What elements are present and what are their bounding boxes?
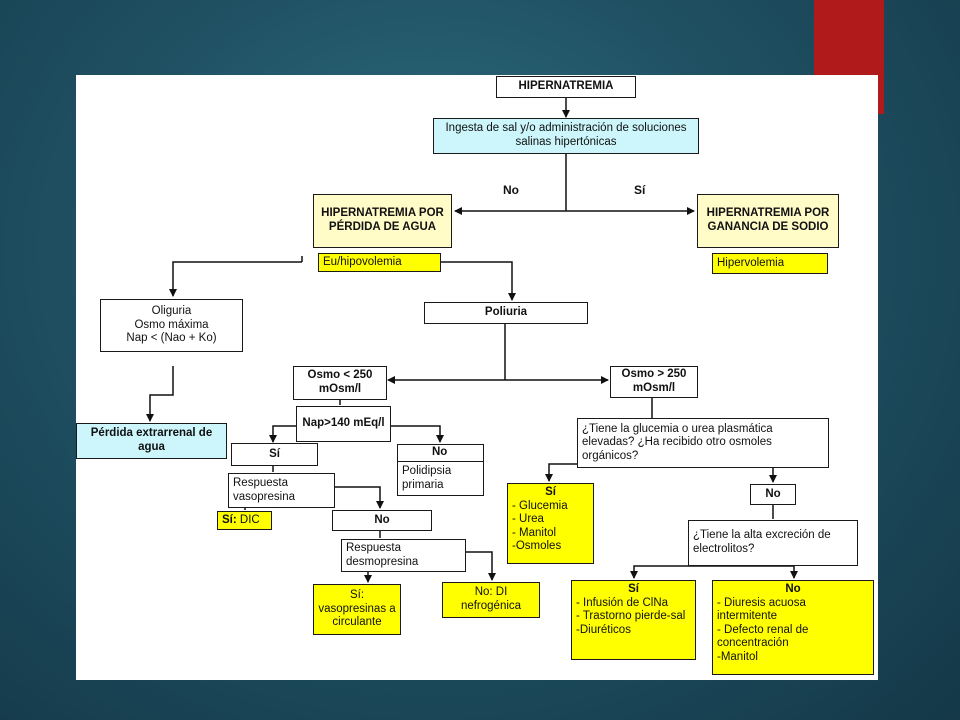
node-no-electrolitos: No - Diuresis acuosa intermitente - Defe… [712,580,874,675]
node-si-dic: Sí: DIC [217,511,272,530]
edge-label-si: Sí [634,183,646,197]
no-electro-item-1: - Diuresis acuosa intermitente [717,596,806,623]
si-osmoles-item-4: -Osmoles [512,540,562,553]
node-oliguria: Oliguria Osmo máxima Nap < (Nao + Ko) [100,299,243,352]
oliguria-line-2: Osmo máxima [134,318,209,331]
node-hipernatremia: HIPERNATREMIA [496,76,636,98]
node-polidipsia: Polidipsia primaria [397,462,484,496]
edge-label-no: No [503,183,519,197]
node-si-vaso-circulante: Sí: vasopresinas a circulante [313,584,401,635]
node-osmo-menor: Osmo < 250 mOsm/l [293,366,387,400]
node-electrolitos-question: ¿Tiene la alta excreción de electrolitos… [688,520,858,566]
node-perdida-agua: HIPERNATREMIA POR PÉRDIDA DE AGUA [313,194,452,248]
no-electro-title: No [785,583,801,595]
node-no-2: No [332,510,432,531]
oliguria-line-3: Nap < (Nao + Ko) [126,332,217,345]
no-electro-item-3: -Manitol [717,650,758,663]
si-osmoles-title: Sí [545,486,556,498]
si-electro-item-1: - Infusión de ClNa [576,596,669,609]
node-respuesta-vasopresina: Respuesta vasopresina [228,473,335,508]
node-nap: Nap>140 mEq/l [296,406,391,442]
node-ingesta: Ingesta de sal y/o administración de sol… [433,118,699,154]
node-osmo-mayor: Osmo > 250 mOsm/l [610,366,698,398]
si-osmoles-item-3: - Manitol [512,526,557,539]
node-ganancia-sodio: HIPERNATREMIA POR GANANCIA DE SODIO [697,194,839,248]
si-osmoles-item-2: - Urea [512,513,544,526]
node-no-di-nefrogenica: No: DI nefrogénica [442,582,540,618]
si-electro-item-2: - Trastorno pierde-sal [576,610,686,623]
node-no-poli: No [397,444,484,462]
node-eu-hipovolemia: Eu/hipovolemia [318,253,441,272]
si-electro-title: Sí [628,583,639,595]
si-dic-label: Sí: [222,514,237,526]
node-no-3: No [750,484,796,505]
si-dic-text: DIC [236,514,260,526]
node-perdida-extrarrenal: Pérdida extrarrenal de agua [76,423,227,459]
node-poliuria: Poliuria [424,302,588,324]
node-si-electrolitos: Sí - Infusión de ClNa - Trastorno pierde… [571,580,696,660]
si-osmoles-item-1: - Glucemia [512,499,568,512]
node-si-1: Sí [231,443,318,466]
node-hipervolemia: Hipervolemia [712,253,828,274]
node-si-osmoles: Sí - Glucemia - Urea - Manitol -Osmoles [507,483,594,564]
oliguria-line-1: Oliguria [151,305,192,318]
no-electro-item-2: - Defecto renal de concentración [717,623,809,650]
node-glucemia-question: ¿Tiene la glucemia o urea plasmática ele… [577,418,829,468]
si-electro-item-3: -Diuréticos [576,623,631,636]
node-respuesta-desmopresina: Respuesta desmopresina [341,539,466,572]
